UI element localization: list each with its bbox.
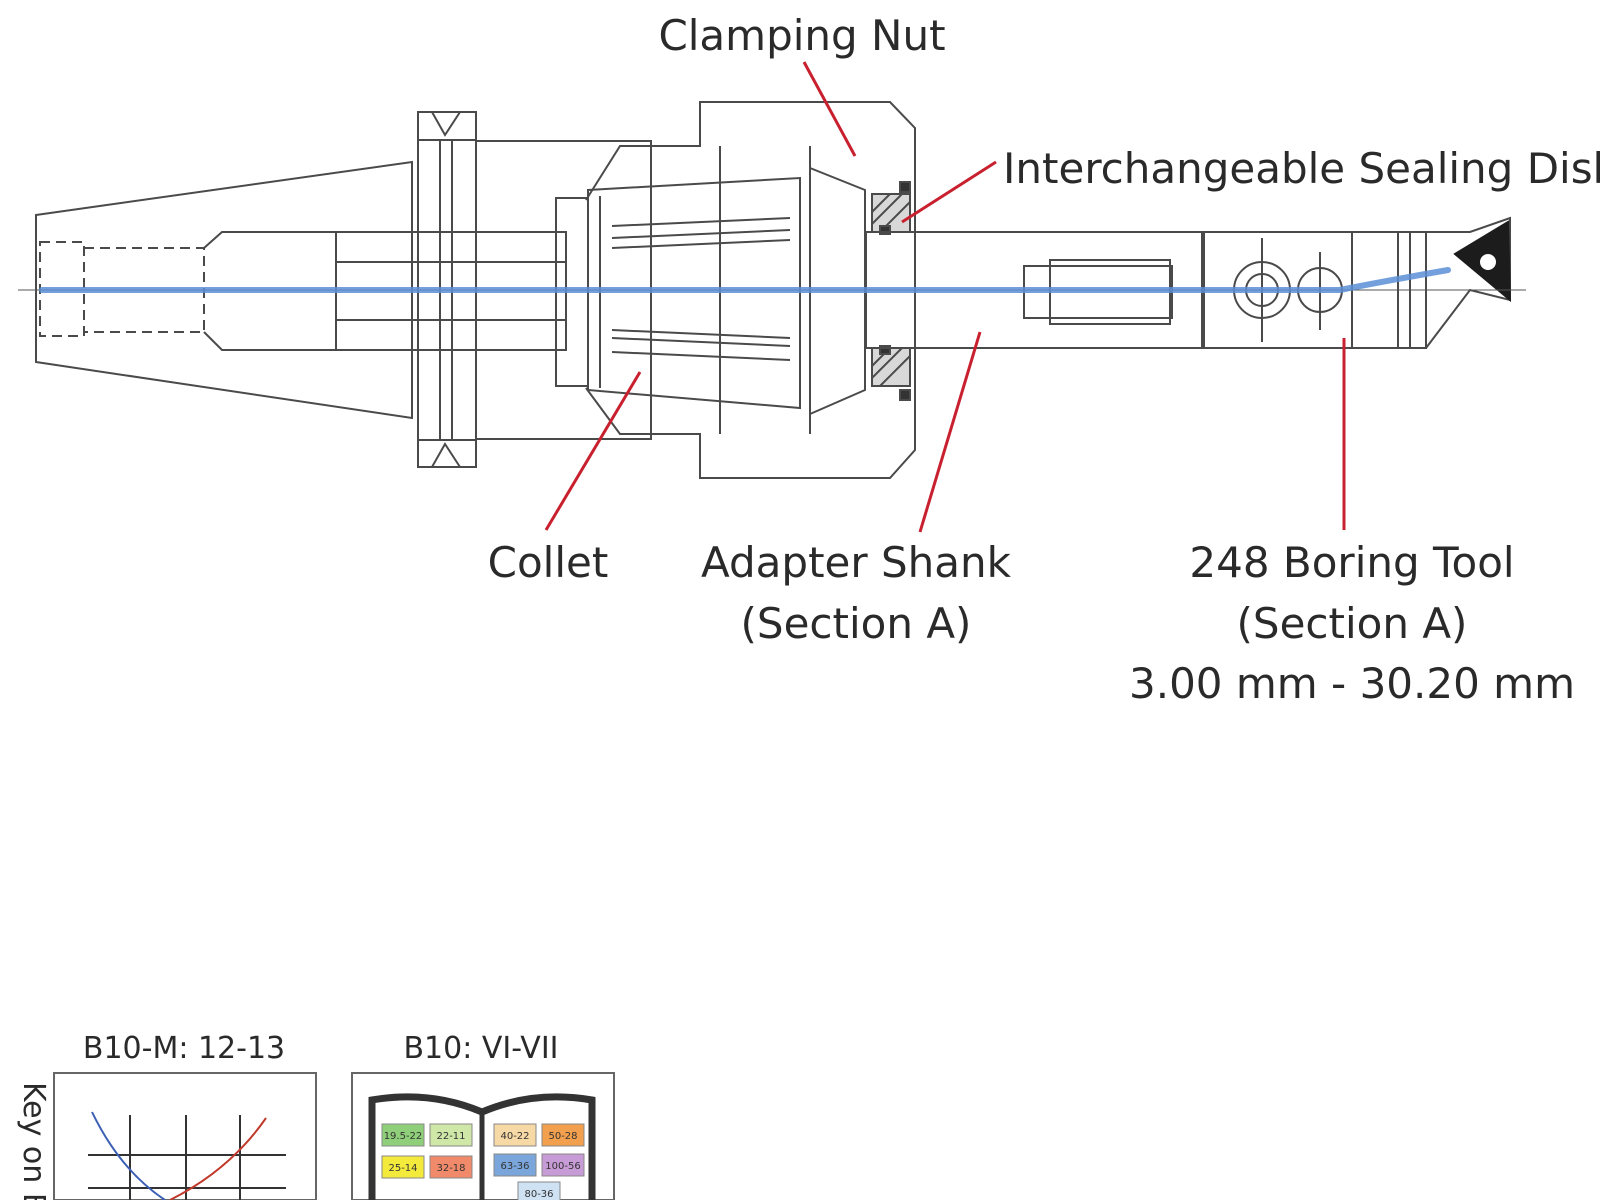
book-cell: [517, 1181, 561, 1200]
side-key-label: Key on B1: [16, 1082, 51, 1200]
chart-reference: B10-M: 12-13: [83, 1031, 285, 1066]
chart-red-curve: [169, 1117, 267, 1200]
boring-tool-body: [1203, 216, 1511, 349]
book-cells: 19.5-22 22-11 25-14 32-18 40-22 50-28 63-36 100…: [381, 1123, 585, 1200]
label-adapter-shank-section: (Section A): [741, 599, 972, 648]
book-reference: B10: VI-VII: [403, 1031, 558, 1066]
book-cell-label: 19.5-22: [384, 1131, 423, 1142]
label-sealing-disk: Interchangeable Sealing Disk: [1003, 144, 1600, 193]
leader-sealing-disk: [901, 160, 997, 224]
book-cell-label: 25-14: [388, 1163, 417, 1174]
label-clamping-nut: Clamping Nut: [658, 11, 945, 60]
book-cell: [541, 1123, 585, 1147]
label-boring-tool: 248 Boring Tool: [1189, 538, 1514, 587]
book-cell: [493, 1123, 537, 1147]
book-cell: [429, 1155, 473, 1179]
book-cell-label: 32-18: [436, 1163, 465, 1174]
label-collet: Collet: [488, 538, 609, 587]
chart-blue-curve: [91, 1111, 166, 1200]
label-boring-tool-section: (Section A): [1237, 599, 1468, 648]
book-cell-label: 40-22: [500, 1131, 529, 1142]
book-cell: [381, 1155, 425, 1179]
leader-collet: [544, 371, 642, 531]
leader-adapter-shank: [918, 331, 982, 533]
leader-lines: [544, 61, 1346, 533]
label-adapter-shank: Adapter Shank: [701, 538, 1012, 587]
book-cell-label: 22-11: [436, 1131, 465, 1142]
book-cell: [381, 1123, 425, 1147]
book-cell-label: 63-36: [500, 1161, 529, 1172]
book-cell: [541, 1153, 585, 1177]
book-cell-label: 80-36: [524, 1189, 553, 1200]
label-boring-tool-range: 3.00 mm - 30.20 mm: [1129, 659, 1575, 708]
chart-thumbnail: [53, 1072, 317, 1200]
leader-clamping-nut: [802, 61, 857, 157]
coolant-channel: [39, 267, 1451, 293]
sealing-disk: [871, 181, 911, 401]
book-cell-label: 100-56: [545, 1161, 580, 1172]
book-cell: [493, 1153, 537, 1177]
book-cell: [429, 1123, 473, 1147]
insert-screw: [1480, 254, 1496, 270]
book-cell-label: 50-28: [548, 1131, 577, 1142]
